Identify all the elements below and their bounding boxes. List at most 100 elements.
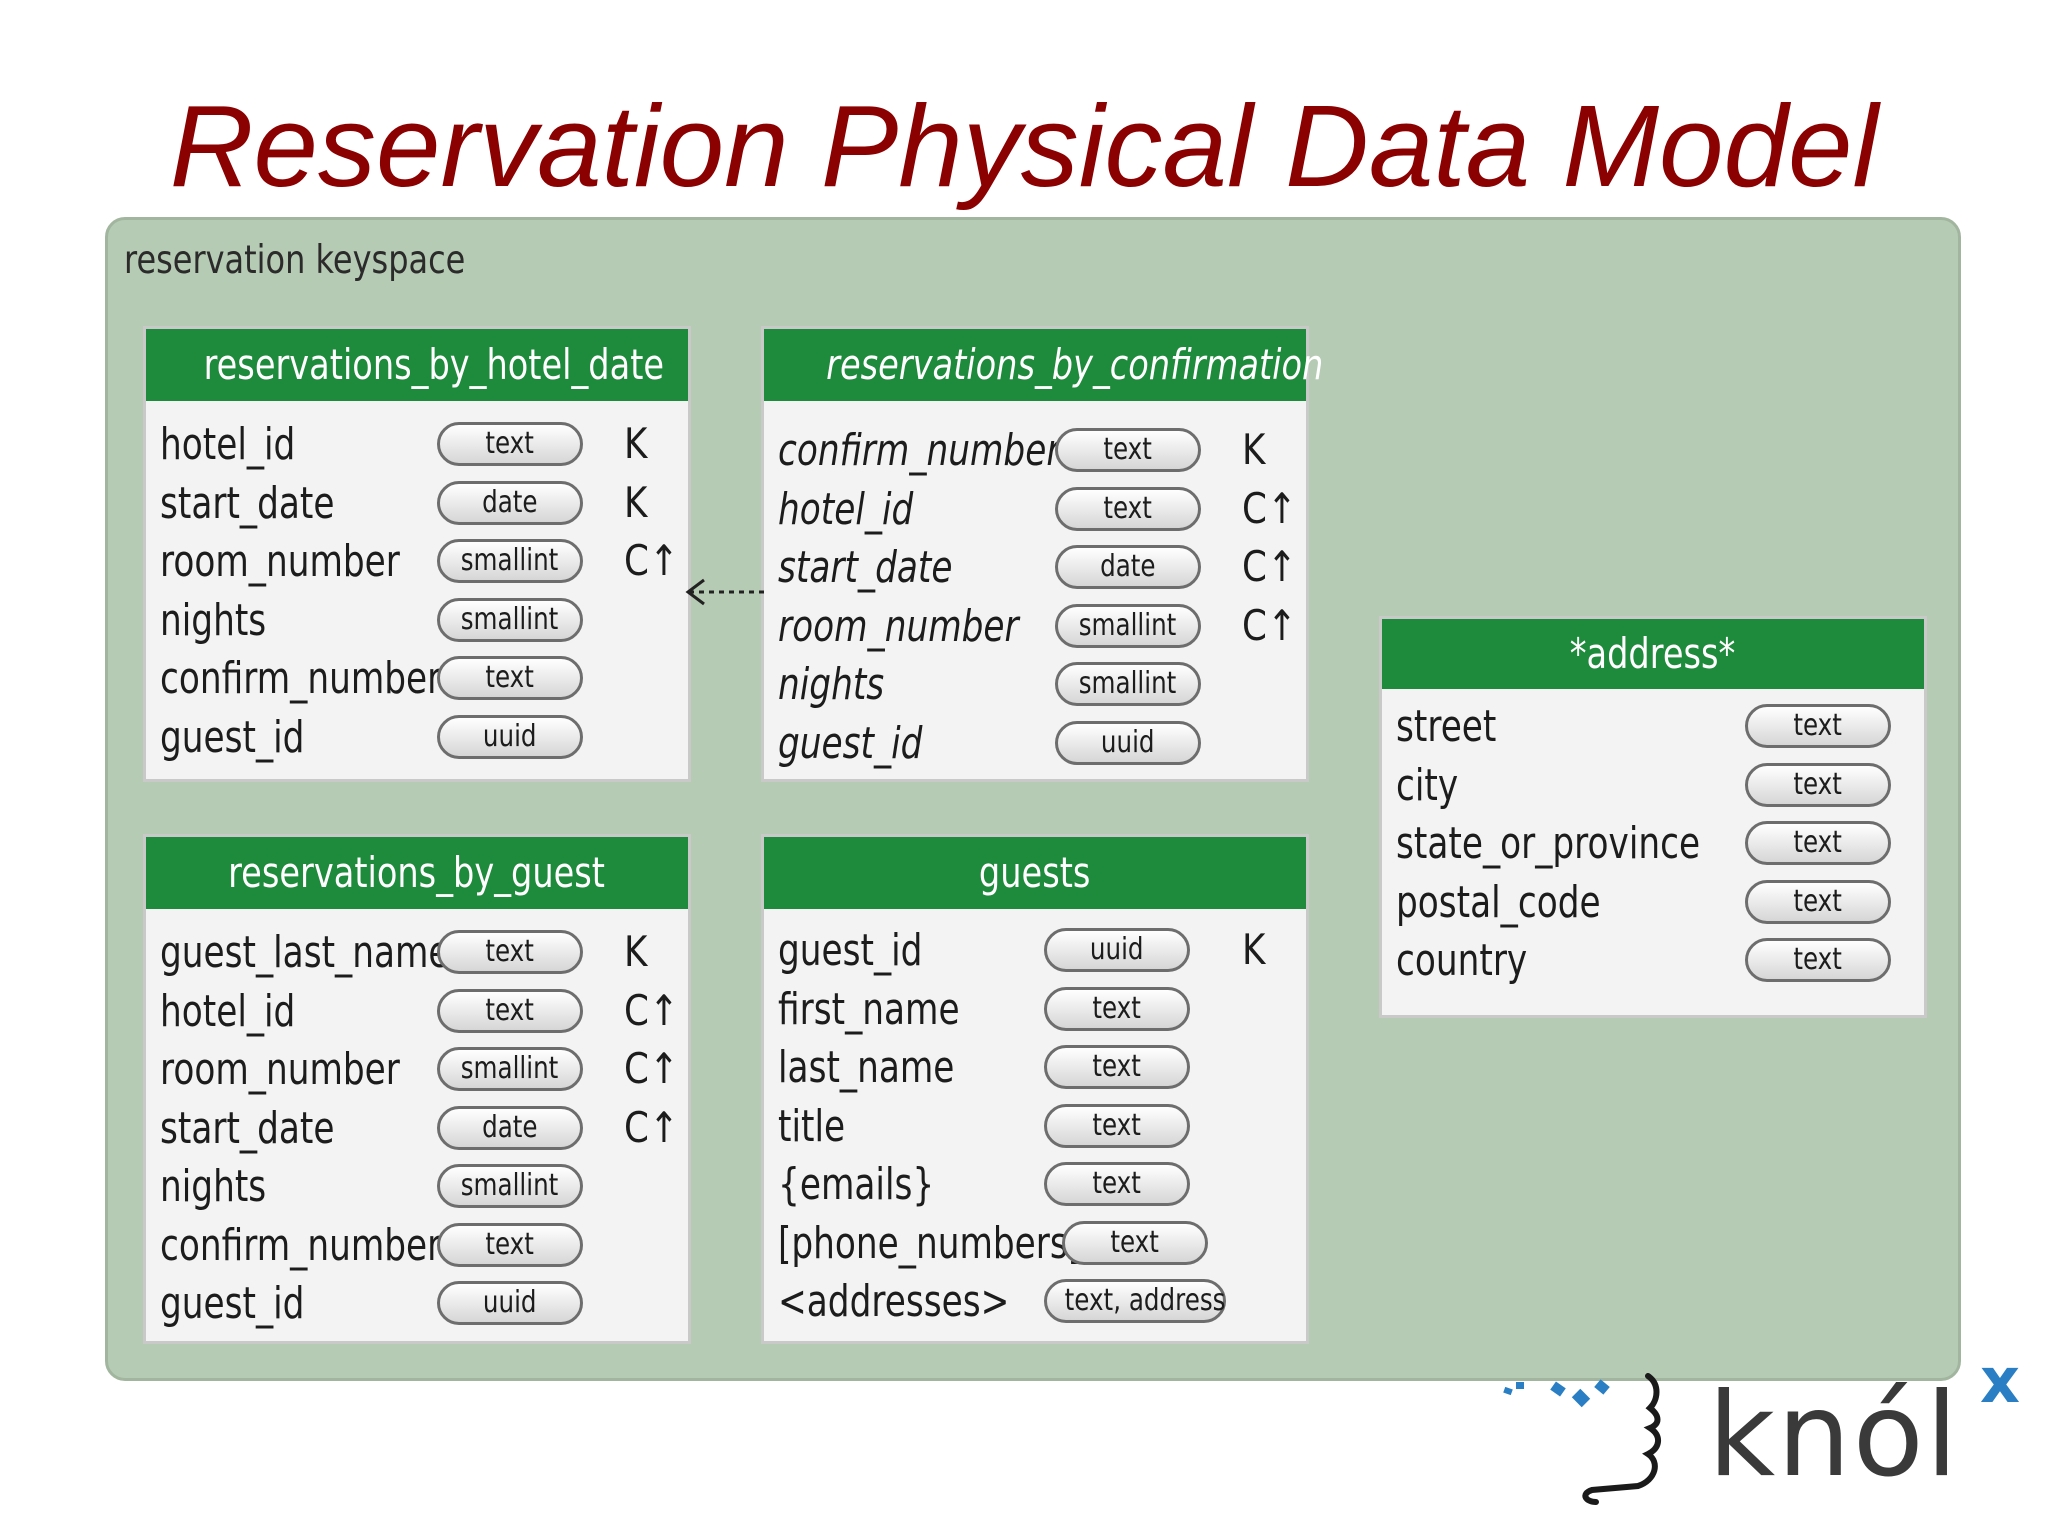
column-type: uuid <box>1090 932 1144 967</box>
column-type: text <box>1110 1224 1160 1260</box>
column-name: room_number <box>160 536 400 587</box>
table-name: *address* <box>1570 629 1736 678</box>
column-type-badge: smallint <box>1055 662 1201 706</box>
column-type-badge: smallint <box>437 1164 583 1208</box>
table-row: city text <box>1382 758 1924 816</box>
key-indicator: K <box>624 927 648 976</box>
column-type: uuid <box>483 1285 537 1320</box>
column-type-badge: uuid <box>437 714 583 759</box>
column-name: [phone_numbers] <box>778 1217 1082 1269</box>
column-type-badge: uuid <box>1044 928 1190 972</box>
column-type-badge: text <box>1745 762 1891 807</box>
column-name: city <box>1396 759 1459 811</box>
column-type-badge: text <box>1044 1045 1190 1089</box>
column-type: text <box>1092 1166 1142 1201</box>
column-type: text <box>1103 490 1153 526</box>
column-type: date <box>482 1109 538 1145</box>
key-indicator: C↑ <box>624 985 679 1035</box>
column-type: smallint <box>1079 607 1177 643</box>
column-type-badge: text <box>1062 1220 1208 1265</box>
column-type-badge: uuid <box>437 1281 583 1325</box>
column-name: hotel_id <box>778 483 914 535</box>
table-row: confirm_number text <box>146 651 688 709</box>
table-row: street text <box>1382 699 1924 757</box>
column-type-badge: text <box>1745 821 1891 865</box>
column-type-badge: date <box>437 480 583 525</box>
column-name: room_number <box>778 600 1019 652</box>
column-name: hotel_id <box>160 419 296 470</box>
column-type-badge: text <box>1044 1103 1190 1148</box>
table-header: reservations_by_confirmation <box>764 329 1323 401</box>
column-type: text <box>1092 1049 1142 1084</box>
logo-face-icon <box>1503 1373 1661 1505</box>
column-name: nights <box>778 659 885 710</box>
column-name: room_number <box>160 1044 400 1095</box>
table-row: {emails}text <box>764 1157 1306 1215</box>
column-name: nights <box>160 594 267 646</box>
column-type-badge: smallint <box>437 1047 583 1091</box>
column-name: first_name <box>778 983 960 1035</box>
relationship-arrow <box>685 578 764 606</box>
column-name: title <box>778 1100 846 1152</box>
table-row: [phone_numbers] text <box>764 1216 1306 1274</box>
column-type-badge: text <box>437 930 583 974</box>
column-type-badge: text <box>1044 986 1190 1031</box>
column-type-badge: smallint <box>437 539 583 583</box>
column-type: smallint <box>461 1051 559 1086</box>
key-indicator: K <box>1242 925 1266 974</box>
column-name: confirm_number <box>160 653 442 704</box>
table-row: nights smallint <box>146 1159 688 1217</box>
column-type: text <box>1092 990 1142 1026</box>
table-name: reservations_by_hotel_date <box>203 340 665 389</box>
table-header: reservations_by_guest <box>146 837 688 909</box>
table-header: reservations_by_hotel_date <box>146 329 688 401</box>
column-type: text <box>1793 942 1843 977</box>
column-type-badge: text <box>1745 704 1891 748</box>
column-name: country <box>1396 935 1528 986</box>
column-name: confirm_number <box>160 1219 442 1271</box>
table-name: reservations_by_guest <box>228 848 606 897</box>
column-type: text <box>1793 825 1843 860</box>
column-type: smallint <box>461 601 559 637</box>
table-row: last_name text <box>764 1040 1306 1098</box>
column-type: date <box>1100 549 1156 584</box>
table-row: <addresses> text, address <box>764 1274 1306 1332</box>
column-type: text, address <box>1064 1283 1226 1318</box>
table-header: *address* <box>1382 619 1924 689</box>
table-name: reservations_by_confirmation <box>826 340 1324 389</box>
column-type: text <box>485 660 535 695</box>
column-type-badge: text, address <box>1044 1279 1226 1323</box>
column-type: date <box>482 484 538 520</box>
column-name: guest_id <box>160 1278 305 1329</box>
table-row: title text <box>764 1099 1306 1157</box>
key-indicator: K <box>624 477 648 527</box>
column-type-badge: text <box>437 1222 583 1267</box>
table-row: first_name text <box>764 982 1306 1040</box>
column-name: confirm_number <box>778 425 1061 476</box>
column-type: text <box>1793 708 1843 743</box>
column-name: street <box>1396 701 1497 752</box>
column-name: nights <box>160 1161 267 1212</box>
column-type: uuid <box>1101 724 1155 760</box>
column-type: text <box>485 1226 535 1262</box>
column-name: <addresses> <box>778 1276 1010 1327</box>
column-name: postal_code <box>1396 876 1601 928</box>
table-header: guests <box>764 837 1306 909</box>
key-indicator: C↑ <box>624 1102 679 1152</box>
column-name: last_name <box>778 1042 955 1093</box>
key-indicator: C↑ <box>1242 483 1297 533</box>
table-name: guests <box>979 848 1091 897</box>
